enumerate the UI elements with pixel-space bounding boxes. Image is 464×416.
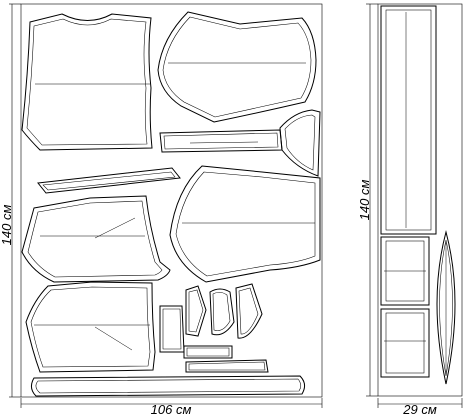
left-width-label: 106 см: [151, 402, 192, 416]
pattern-piece-sleeve-middle: [169, 165, 321, 283]
right-height-dimension: 140 см: [357, 3, 378, 397]
pattern-piece-small-curved: [279, 109, 321, 177]
left-fabric-frame: [20, 3, 323, 398]
pattern-piece-strip-diagonal: [37, 167, 181, 194]
pattern-piece-sleeve-upper: [157, 11, 317, 123]
pattern-piece-long-strip: [380, 5, 437, 235]
right-fabric-frame: [377, 3, 463, 397]
right-fabric-layout: 140 см 29 см: [357, 3, 463, 416]
pattern-piece-collar-2: [209, 288, 235, 336]
pattern-piece-strip-bottom: [30, 375, 306, 397]
left-fabric-layout: 140 см 106 см: [0, 3, 323, 416]
right-width-label: 29 см: [402, 402, 437, 416]
left-height-label: 140 см: [0, 205, 14, 246]
pattern-piece-small-block: [159, 305, 185, 353]
pattern-piece-rect-upper: [380, 236, 430, 306]
left-width-dimension: 106 см: [20, 398, 323, 416]
pattern-piece-strip-small: [183, 345, 233, 359]
pattern-piece-front-middle: [21, 195, 171, 283]
left-height-dimension: 140 см: [0, 3, 21, 398]
pattern-piece-strip-middle: [159, 129, 283, 153]
pattern-piece-back-upper: [21, 13, 153, 151]
pattern-piece-rect-lower: [380, 308, 430, 378]
pattern-piece-collar-3: [235, 283, 263, 339]
right-height-label: 140 см: [357, 180, 372, 221]
pattern-piece-strip-lower: [185, 359, 269, 373]
pattern-piece-collar-1: [185, 285, 207, 337]
right-width-dimension: 29 см: [377, 398, 463, 416]
pattern-piece-oval: [436, 230, 456, 385]
pattern-piece-front-lower: [25, 281, 156, 373]
